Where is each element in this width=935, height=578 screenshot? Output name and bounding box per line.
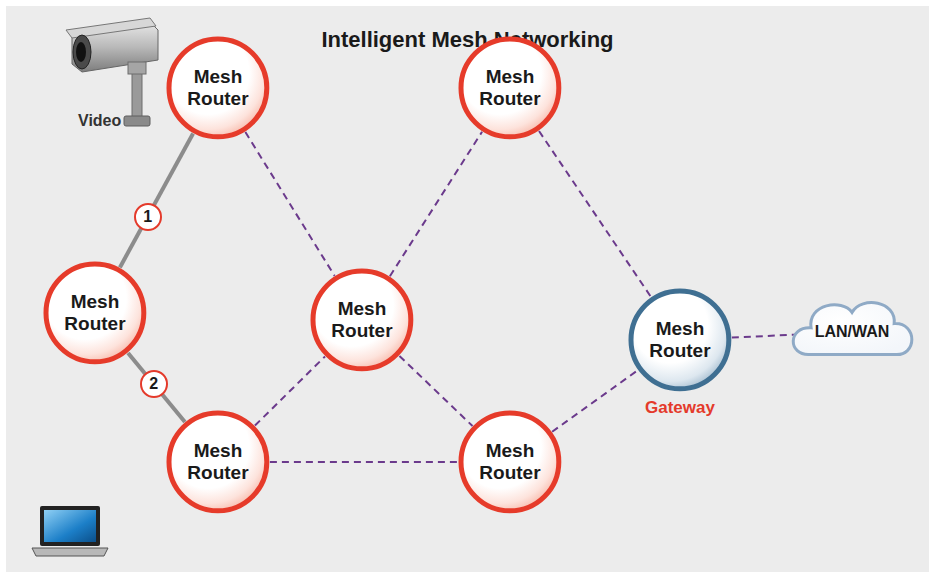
- mesh-router: Mesh Router: [166, 410, 270, 514]
- wired-link: [128, 353, 185, 422]
- router-circle: [461, 39, 559, 137]
- callout-number: 2: [140, 370, 168, 398]
- wireless-link: [390, 132, 482, 276]
- wireless-link: [732, 335, 796, 338]
- mesh-router: Mesh Router: [458, 36, 562, 140]
- node-label: Mesh Router: [324, 298, 400, 342]
- wireless-link: [245, 132, 334, 276]
- router-circle: [46, 264, 144, 362]
- node-subheading: Gateway: [645, 398, 715, 418]
- mesh-router: Mesh Router: [166, 36, 270, 140]
- video-camera: [66, 18, 158, 126]
- wired-link: [120, 134, 193, 268]
- router-circle: [169, 39, 267, 137]
- laptop: [32, 506, 108, 556]
- wireless-link: [399, 356, 472, 426]
- wireless-link: [255, 356, 325, 425]
- node-label: Mesh Router: [642, 318, 718, 362]
- mesh-router: Mesh Router: [310, 268, 414, 372]
- node-label: Mesh Router: [57, 291, 133, 335]
- mesh-router: Mesh Router: [458, 410, 562, 514]
- free-label: Video: [78, 112, 121, 130]
- diagram-title: Intelligent Mesh Networking: [0, 27, 935, 53]
- node-label: Mesh Router: [472, 66, 548, 110]
- wireless-link: [539, 131, 651, 297]
- wireless-link: [270, 461, 458, 463]
- node-label: Mesh Router: [180, 66, 256, 110]
- cloud-outline: [793, 303, 912, 355]
- node-label: Mesh Router: [180, 440, 256, 484]
- mesh-router: Mesh Router: [43, 261, 147, 365]
- router-circle: [169, 413, 267, 511]
- router-circle: [461, 413, 559, 511]
- router-circle: [313, 271, 411, 369]
- wireless-link: [552, 370, 638, 431]
- node-label: Mesh Router: [472, 440, 548, 484]
- gateway-circle: [631, 291, 729, 389]
- gateway-router: Mesh RouterGateway: [628, 288, 732, 392]
- callout-number: 1: [134, 203, 162, 231]
- network-cloud: LAN/WAN: [790, 297, 914, 367]
- node-label: LAN/WAN: [815, 321, 890, 343]
